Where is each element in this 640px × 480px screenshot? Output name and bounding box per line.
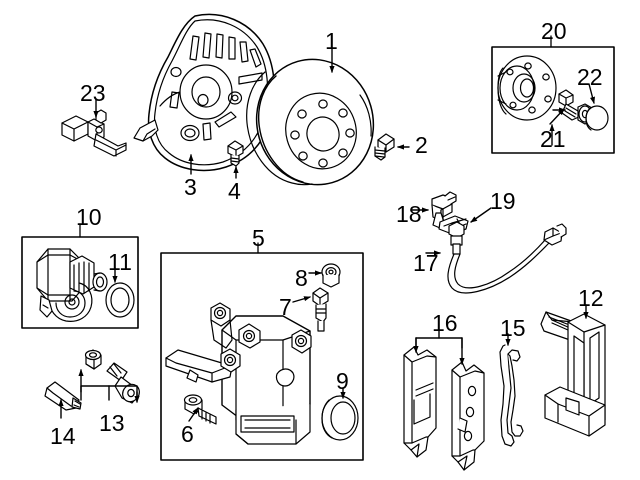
hub-grease-cap-art xyxy=(585,105,609,131)
callout-label-4: 4 xyxy=(228,178,241,204)
callout-label-1: 1 xyxy=(325,28,338,54)
rotor-set-screw-art xyxy=(374,133,395,161)
brake-caliper-assembly-art xyxy=(165,302,312,445)
callout-label-18: 18 xyxy=(396,201,422,227)
actuator-o-ring-art xyxy=(105,282,135,318)
callout-label-10: 10 xyxy=(76,204,102,230)
callout-label-9: 9 xyxy=(336,368,349,394)
callout-label-23: 23 xyxy=(80,80,106,106)
callout-label-11: 11 xyxy=(108,249,132,275)
callout-label-8: 8 xyxy=(295,265,308,291)
abs-wheel-speed-sensor-art xyxy=(61,109,127,157)
brake-rotor-art xyxy=(246,58,375,186)
splash-shield-bolt-art xyxy=(227,140,244,167)
callout-label-17: 17 xyxy=(413,250,439,276)
leader-lines xyxy=(58,47,595,422)
callout-label-15: 15 xyxy=(500,315,526,341)
bleeder-screw-cap-art xyxy=(321,263,341,288)
caliper-mounting-bracket-art xyxy=(540,311,606,437)
piston-dust-seal-art xyxy=(321,395,359,441)
callout-label-3: 3 xyxy=(184,174,197,200)
callout-label-7: 7 xyxy=(279,294,292,320)
callout-label-2: 2 xyxy=(415,132,428,158)
brake-pad-set-art xyxy=(403,346,485,471)
callout-label-22: 22 xyxy=(577,64,603,90)
callout-label-20: 20 xyxy=(541,18,567,44)
callout-label-5: 5 xyxy=(252,225,265,251)
guide-pin-bolt-art xyxy=(84,349,140,404)
callout-label-6: 6 xyxy=(181,421,194,447)
pad-retaining-spring-art xyxy=(499,344,524,447)
callout-label-12: 12 xyxy=(578,285,604,311)
caliper-guide-pin-art xyxy=(44,381,82,411)
caliper-mounting-bolt-art xyxy=(183,394,217,425)
callout-label-19: 19 xyxy=(490,188,516,214)
bleeder-screw-art xyxy=(312,287,329,332)
callout-label-13: 13 xyxy=(99,410,125,436)
callout-label-21: 21 xyxy=(540,126,566,152)
brake-hose-art xyxy=(447,221,567,294)
parking-brake-actuator-art xyxy=(36,248,108,322)
brake-splash-shield-art xyxy=(133,13,276,172)
wheel-hub-assembly-art xyxy=(497,55,557,121)
callout-label-16: 16 xyxy=(432,310,458,336)
callout-label-14: 14 xyxy=(50,423,76,449)
